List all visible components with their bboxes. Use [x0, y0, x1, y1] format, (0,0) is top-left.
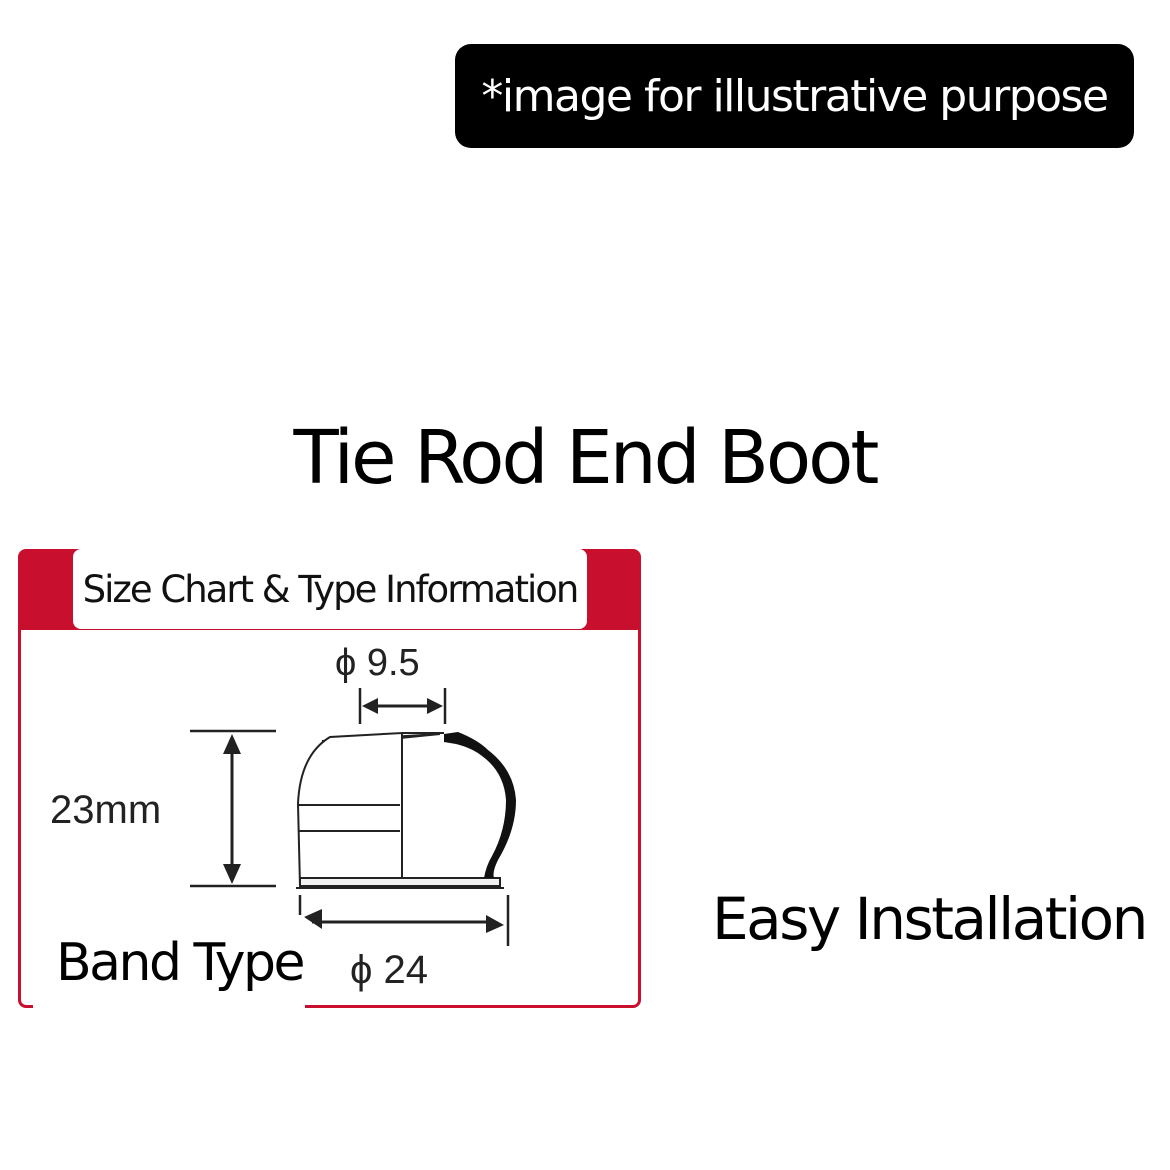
disclaimer-badge: *image for illustrative purpose [455, 44, 1134, 148]
boot-shape [296, 731, 504, 889]
card-header-label: Size Chart & Type Information [73, 549, 587, 629]
band-type-label: Band Type [56, 933, 305, 993]
top-dim-arrow-left [362, 698, 378, 714]
height-arrow-bottom [223, 864, 241, 884]
height-arrow-top [223, 734, 241, 754]
band-type-box [33, 915, 305, 1015]
bottom-diameter-label: ϕ 24 [350, 948, 428, 992]
page-title: Tie Rod End Boot [293, 415, 880, 501]
feature-label: Easy Installation [712, 885, 1148, 953]
card-header-text: Size Chart & Type Information [82, 567, 580, 611]
top-dim-arrow-right [427, 698, 443, 714]
bottom-dim-arrow-left [304, 909, 322, 929]
disclaimer-text: *image for illustrative purpose [481, 70, 1109, 122]
boot-edge-profile [444, 732, 516, 878]
height-label: 23mm [50, 788, 161, 832]
top-diameter-label: ϕ 9.5 [335, 642, 420, 684]
bottom-dim-arrow-right [486, 915, 504, 933]
